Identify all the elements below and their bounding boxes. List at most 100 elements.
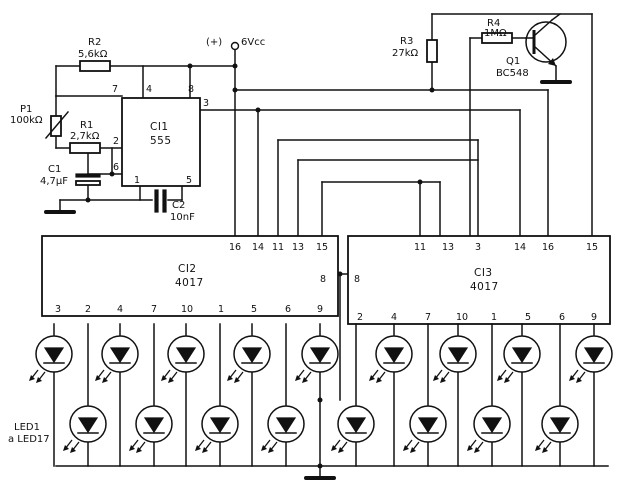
ci3-4017-chip: [347, 235, 611, 325]
p1-value: 100kΩ: [10, 115, 43, 126]
c1-ref: C1: [48, 164, 61, 175]
ci2-top-pin-14: 14: [252, 242, 264, 253]
ci3-bottom-pin-4: 4: [391, 312, 397, 323]
ci2-top-pin-13: 13: [292, 242, 304, 253]
ci2-part: 4017: [175, 277, 204, 289]
ci1-pin-5: 5: [186, 175, 192, 186]
p1-wiper-icon: [44, 110, 70, 140]
ci3-top-pin-3: 3: [475, 242, 481, 253]
led-icon: [129, 405, 173, 453]
ci3-bottom-pin-labels: 2 4 7 10 1 5 6 9: [357, 312, 597, 323]
r1-resistor: [69, 142, 101, 154]
ci3-bottom-pin-2: 2: [357, 312, 363, 323]
led-icon: [369, 335, 413, 383]
led-icon: [261, 405, 305, 453]
ci3-top-pin-11: 11: [414, 242, 426, 253]
wires-555-section: [55, 12, 593, 401]
r2-ref: R2: [88, 37, 101, 48]
led-icon: [161, 335, 205, 383]
ci2-pin-8: 8: [320, 274, 326, 285]
led-icon: [227, 335, 271, 383]
led-icon: [295, 335, 339, 383]
ci2-top-pin-15: 15: [316, 242, 328, 253]
c2-ref: C2: [172, 200, 185, 211]
ci2-bottom-pin-6: 6: [285, 304, 291, 315]
ci2-bottom-pin-labels: 3 2 4 7 10 1 5 6 9: [55, 304, 323, 315]
ci3-bottom-pin-1: 1: [491, 312, 497, 323]
ci2-bottom-pin-4: 4: [117, 304, 123, 315]
ci2-bottom-pin-5: 5: [251, 304, 257, 315]
ci2-bottom-pin-10: 10: [181, 304, 193, 315]
ci1-name: CI1: [150, 121, 169, 133]
led-label-line2: a LED17: [8, 434, 50, 445]
ci1-pin-6: 6: [113, 162, 119, 173]
ci2-bottom-pin-2: 2: [85, 304, 91, 315]
ci3-part: 4017: [470, 281, 499, 293]
ci3-bottom-pin-6: 6: [559, 312, 565, 323]
c1-value: 4,7μF: [40, 176, 68, 187]
r4-value: 1MΩ: [484, 28, 507, 39]
r3-value: 27kΩ: [392, 48, 419, 59]
led-icon: [433, 335, 477, 383]
c2-value: 10nF: [170, 212, 195, 223]
led-icon: [497, 335, 541, 383]
ci1-pin-2: 2: [113, 136, 119, 147]
ci3-top-pin-16: 16: [542, 242, 554, 253]
r4-resistor: [481, 32, 513, 44]
ci2-bottom-pin-9: 9: [317, 304, 323, 315]
ci2-top-pin-labels: 16 14 11 13 15: [229, 242, 328, 253]
led-icon: [403, 405, 447, 453]
ci1-pin-7: 7: [112, 84, 118, 95]
ci3-name: CI3: [474, 267, 493, 279]
ci1-part: 555: [150, 135, 172, 147]
led-icon: [63, 405, 107, 453]
r4-ref: R4: [487, 18, 500, 29]
q1-ref: Q1: [506, 56, 520, 67]
ci1-555-chip: [121, 97, 201, 187]
q1-value: BC548: [496, 68, 529, 79]
ci3-top-pin-14: 14: [514, 242, 526, 253]
r2-resistor: [79, 60, 111, 72]
supply-polarity: (+): [206, 37, 222, 48]
led-icon: [331, 405, 375, 453]
led-icon: [569, 335, 613, 383]
ci2-4017-chip: [41, 235, 339, 317]
c2-capacitor: [154, 189, 167, 213]
r1-value: 2,7kΩ: [70, 131, 100, 142]
led-array: [29, 335, 613, 453]
ci2-bottom-pin-3: 3: [55, 304, 61, 315]
r1-ref: R1: [80, 120, 93, 131]
led-icon: [29, 335, 73, 383]
ci3-bottom-pin-9: 9: [591, 312, 597, 323]
ci3-pin-8: 8: [354, 274, 360, 285]
p1-ref: P1: [20, 104, 32, 115]
ci2-top-pin-11: 11: [272, 242, 284, 253]
junction-dots: [85, 63, 435, 469]
led-icon: [195, 405, 239, 453]
led-label-line1: LED1: [14, 422, 40, 433]
ci2-name: CI2: [178, 263, 197, 275]
q1-transistor-icon: [525, 18, 567, 81]
r3-ref: R3: [400, 36, 413, 47]
led-icon: [467, 405, 511, 453]
ci3-bottom-pin-5: 5: [525, 312, 531, 323]
supply-voltage: 6Vcc: [241, 37, 265, 48]
ci1-pin-3: 3: [203, 98, 209, 109]
r2-value: 5,6kΩ: [78, 49, 108, 60]
led-icon: [95, 335, 139, 383]
ci3-bottom-pin-10: 10: [456, 312, 468, 323]
r3-resistor: [426, 39, 438, 63]
ci3-bottom-pin-7: 7: [425, 312, 431, 323]
led-icon: [535, 405, 579, 453]
ci2-bottom-pin-1: 1: [218, 304, 224, 315]
ci1-pin-4: 4: [146, 84, 152, 95]
ci3-top-pin-13: 13: [442, 242, 454, 253]
c1-capacitor: [75, 173, 101, 186]
ci2-bottom-pin-7: 7: [151, 304, 157, 315]
vcc-terminal: [230, 41, 240, 51]
ci2-top-pin-16: 16: [229, 242, 241, 253]
ci1-pin-8: 8: [188, 84, 194, 95]
ci1-pin-1: 1: [134, 175, 140, 186]
